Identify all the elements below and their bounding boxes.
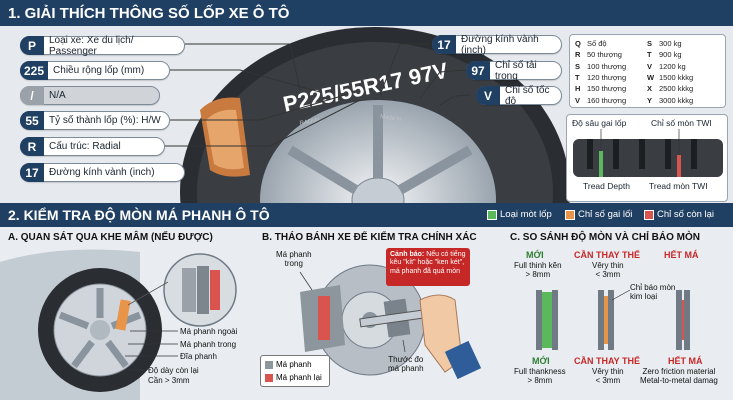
spec-slash: / N/A: [20, 86, 160, 105]
spec-width: 225 Chiều rộng lốp (mm): [20, 61, 170, 80]
spec-code: R: [20, 137, 44, 156]
label-inner-pad: Má phanh trong: [180, 340, 237, 349]
legend-row: Má phanh: [265, 358, 325, 371]
tread-twi-caption: Tread mòn TWI: [649, 181, 708, 191]
state-replace-desc: Vêry thin< 3mm: [592, 261, 624, 280]
legend-item: Loại mòt lốp: [487, 209, 552, 220]
spec-aspect-ratio: 55 Tỷ số thành lốp (%): H/W: [20, 111, 170, 130]
spec-rim-diameter-right: 17 Đường kính vành (inch): [432, 33, 562, 56]
sidewall-radial: RADIAL: [299, 117, 322, 127]
connector-lines: [165, 43, 471, 147]
warning-box: Cảnh báo: Nếu có tiếng kêu "kít" hoặc "k…: [386, 248, 470, 286]
state-new-title-bottom: MỚI: [532, 356, 550, 366]
depth-marker: [599, 151, 603, 177]
col-c-heading: C. SO SÁNH ĐỘ MÒN VÀ CHỈ BÁO MÒN: [510, 232, 701, 243]
col-a-heading: A. QUAN SÁT QUA KHE MÂM (NẾU ĐƯỢC): [8, 232, 213, 243]
legend-swatch-green: [487, 209, 497, 220]
pad-worn: [676, 290, 690, 350]
state-replace-desc-bottom: Vêry thin< 3mm: [592, 367, 624, 386]
legend-item: Chỉ số gai lối: [565, 209, 632, 220]
spec-label: N/A: [49, 90, 66, 101]
state-replace-title-bottom: CẦN THAY THẾ: [574, 356, 641, 366]
section2-title: 2. KIỂM TRA ĐỘ MÒN MÁ PHANH Ô TÔ: [0, 203, 733, 227]
spec-label: Loại xe: Xe du lịch/ Passenger: [49, 34, 134, 57]
spec-code: 17: [432, 35, 456, 54]
tread-profile: [573, 129, 723, 177]
twi-marker: [677, 155, 681, 177]
tread-depth-caption: Tread Depth: [583, 181, 630, 191]
state-worn-title-bottom: HẾT MÁ: [668, 356, 703, 366]
state-new-desc-bottom: Full thankness> 8mm: [514, 367, 566, 386]
spec-label: Tỷ số thành lốp (%): H/W: [49, 115, 161, 126]
col-b-heading: B. THÁO BÁNH XE ĐỂ KIỂM TRA CHÍNH XÁC: [262, 232, 477, 243]
legend-swatch-orange: [565, 209, 575, 220]
section1-title: 1. GIẢI THÍCH THÔNG SỐ LỐP XE Ô TÔ: [0, 0, 733, 26]
spec-code: 17: [20, 163, 44, 182]
spec-label: Chỉ số tốc độ: [505, 84, 550, 107]
spec-label: Đường kính vành (inch): [461, 33, 539, 56]
state-worn-title: HẾT MÁ: [664, 250, 699, 260]
state-replace-title: CẦN THAY THẾ: [574, 250, 641, 260]
spec-label: Chỉ số tải trọng: [495, 59, 537, 82]
spec-label: Đường kính vành (inch): [49, 167, 155, 178]
sidewall-made-in: Made in: [380, 114, 402, 123]
label-remaining-thickness: Độ dày còn lại: [148, 366, 199, 375]
spec-code: 55: [20, 111, 44, 130]
pad-legend: Má phanh Má phanh lại: [260, 355, 330, 387]
spec-code: 97: [466, 61, 490, 80]
spec-passenger: P Loại xe: Xe du lịch/ Passenger: [20, 34, 185, 57]
spec-label: Chiều rộng lốp (mm): [53, 65, 145, 76]
label-outer-pad: Má phanh ngoài: [180, 327, 238, 336]
spec-code: P: [20, 36, 44, 55]
spec-code: 225: [20, 61, 49, 80]
pad-new: [536, 290, 558, 350]
state-new-desc: Full thinh kẽn> 8mm: [514, 261, 562, 280]
tread-depth-title: Độ sâu gai lốp: [572, 118, 627, 128]
spec-label: Cấu trúc: Radial: [49, 141, 121, 152]
label-brake-disc: Đĩa phanh: [180, 352, 217, 361]
legend-row: Má phanh lại: [265, 371, 325, 384]
tread-twi-title: Chỉ số mòn TWI: [651, 118, 712, 128]
spec-rim-diameter-left: 17 Đường kính vành (inch): [20, 163, 185, 182]
legend-item: Chỉ số còn lại: [644, 209, 714, 220]
spec-speed-index: V Chỉ số tốc độ: [476, 84, 562, 107]
pad-replace: [598, 290, 614, 350]
legend-swatch-red: [644, 209, 654, 220]
spec-code: V: [476, 86, 500, 105]
spec-code: /: [20, 86, 44, 105]
tire-cutaway-inner: [206, 109, 244, 170]
label-min-thickness: Cần > 3mm: [148, 376, 190, 385]
spec-construction: R Cấu trúc: Radial: [20, 137, 165, 156]
spec-load-index: 97 Chỉ số tải trọng: [466, 59, 562, 82]
tread-depth-panel: Độ sâu gai lốp Chỉ số mòn TWI Tread Dept…: [566, 114, 728, 202]
state-new-title: MỚI: [526, 250, 544, 260]
